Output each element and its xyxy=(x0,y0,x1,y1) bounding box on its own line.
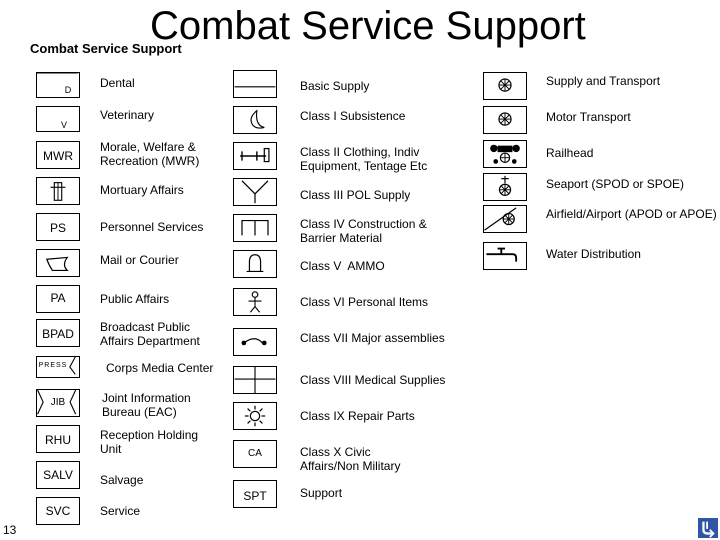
salvage-label: Salvage xyxy=(100,473,144,487)
corps-media-center-label: Corps Media Center xyxy=(106,361,214,375)
railhead-label: Railhead xyxy=(546,146,594,160)
mortuary-affairs-symbol xyxy=(36,177,80,205)
nav-return-icon[interactable] xyxy=(697,517,719,539)
public-affairs-symbol-text: PA xyxy=(50,291,66,305)
jib-label: Joint Information Bureau (EAC) xyxy=(102,391,191,419)
class5-symbol xyxy=(233,250,277,278)
personnel-services-label: Personnel Services xyxy=(100,220,204,234)
dental-symbol: D xyxy=(36,72,80,98)
public-affairs-symbol: PA xyxy=(36,285,80,313)
jib-symbol-text: JIB xyxy=(50,397,66,408)
personnel-services-symbol: PS xyxy=(36,213,80,241)
veterinary-label: Veterinary xyxy=(100,108,155,122)
rhu-symbol-text: RHU xyxy=(45,433,71,447)
bpad-symbol-text: BPAD xyxy=(42,327,74,341)
dental-symbol-letter: D xyxy=(64,85,72,95)
class8-symbol xyxy=(233,366,277,394)
airfield-label: Airfield/Airport (APOD or APOE) xyxy=(546,207,717,221)
class7-label: Class VII Major assemblies xyxy=(300,331,445,345)
mortuary-affairs-label: Mortuary Affairs xyxy=(100,183,184,197)
class1-symbol xyxy=(233,106,277,134)
basic-supply-symbol xyxy=(233,70,277,98)
page-number: 13 xyxy=(3,523,17,537)
class3-symbol xyxy=(233,178,277,206)
class2-label: Class II Clothing, Indiv Equipment, Tent… xyxy=(300,145,428,173)
class5-label: Class V AMMO xyxy=(300,259,385,273)
class9-label: Class IX Repair Parts xyxy=(300,409,415,423)
support-label: Support xyxy=(300,486,343,500)
salv-symbol: SALV xyxy=(36,461,80,489)
class6-symbol xyxy=(233,288,277,316)
support-symbol: SPT xyxy=(233,480,277,508)
class4-label: Class IV Construction & Barrier Material xyxy=(300,217,427,245)
svc-symbol-text: SVC xyxy=(45,504,71,518)
airfield-symbol xyxy=(483,205,527,233)
veterinary-symbol-letter: V xyxy=(60,120,67,130)
dental-label: Dental xyxy=(100,76,135,90)
mwr-label: Morale, Welfare & Recreation (MWR) xyxy=(100,140,200,168)
support-symbol-text: SPT xyxy=(243,489,267,503)
rhu-label: Reception Holding Unit xyxy=(100,428,199,456)
railhead-symbol xyxy=(483,140,527,168)
bpad-label: Broadcast Public Affairs Department xyxy=(100,320,200,348)
motor-transport-symbol xyxy=(483,106,527,134)
page-subtitle: Combat Service Support xyxy=(30,41,182,56)
svc-symbol: SVC xyxy=(36,497,80,525)
mwr-symbol: MWR xyxy=(36,141,80,169)
press-symbol-text: PRESS xyxy=(38,362,68,369)
mail-courier-symbol xyxy=(36,249,80,277)
veterinary-symbol: V xyxy=(36,106,80,132)
salv-symbol-text: SALV xyxy=(43,468,73,482)
personnel-symbol-text: PS xyxy=(49,221,66,235)
class10-label: Class X Civic Affairs/Non Military xyxy=(300,445,401,473)
class8-label: Class VIII Medical Supplies xyxy=(300,373,446,387)
class2-symbol xyxy=(233,142,277,170)
class7-symbol xyxy=(233,328,277,356)
rhu-symbol: RHU xyxy=(36,425,80,453)
mail-courier-label: Mail or Courier xyxy=(100,253,179,267)
mwr-symbol-text: MWR xyxy=(43,149,73,163)
class10-symbol-text: CA xyxy=(248,448,262,459)
basic-supply-label: Basic Supply xyxy=(300,79,370,93)
jib-symbol: JIB xyxy=(36,389,80,417)
class10-symbol: CA xyxy=(233,440,277,468)
class6-label: Class VI Personal Items xyxy=(300,295,429,309)
supply-transport-symbol xyxy=(483,72,527,100)
seaport-symbol xyxy=(483,173,527,201)
seaport-label: Seaport (SPOD or SPOE) xyxy=(546,177,685,191)
motor-transport-label: Motor Transport xyxy=(546,110,631,124)
page-title: Combat Service Support xyxy=(150,4,586,48)
water-distribution-label: Water Distribution xyxy=(546,247,641,261)
class1-label: Class I Subsistence xyxy=(300,109,406,123)
class9-symbol xyxy=(233,402,277,430)
public-affairs-label: Public Affairs xyxy=(100,292,170,306)
supply-transport-label: Supply and Transport xyxy=(546,74,661,88)
class4-symbol xyxy=(233,214,277,242)
water-distribution-symbol xyxy=(483,242,527,270)
bpad-symbol: BPAD xyxy=(36,319,80,347)
press-symbol: PRESS xyxy=(36,356,80,378)
service-label: Service xyxy=(100,504,141,518)
class3-label: Class III POL Supply xyxy=(300,188,411,202)
